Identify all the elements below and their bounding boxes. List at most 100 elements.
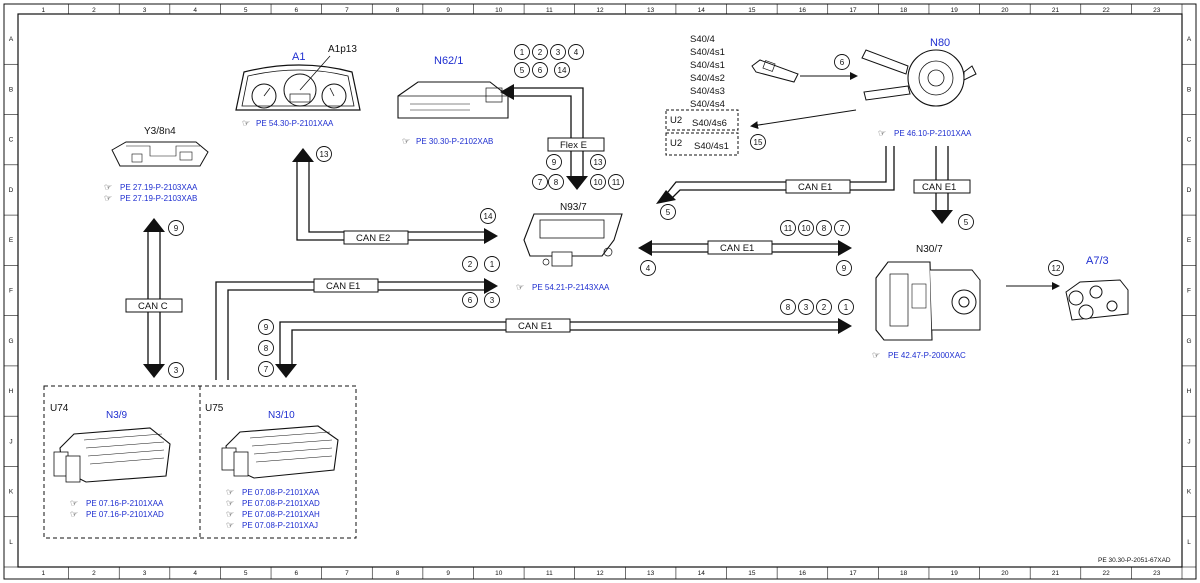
callout-circle bbox=[546, 154, 562, 170]
switch-label: S40/4s6 bbox=[692, 118, 727, 129]
grid-row-label: F bbox=[9, 288, 13, 295]
ref-icon: ☞ bbox=[226, 498, 234, 508]
grid-column-label: 22 bbox=[1102, 7, 1110, 14]
y3-ref-2: PE 27.19-P-2103XAB bbox=[120, 194, 197, 203]
u75-ref-4: PE 07.08-P-2101XAJ bbox=[242, 521, 318, 530]
callout-circle bbox=[258, 319, 274, 335]
u2-label-1: U2 bbox=[670, 115, 682, 126]
can-e1-label-box-upper bbox=[313, 278, 379, 293]
callout-circle bbox=[608, 174, 624, 190]
grid-column-label: 21 bbox=[1052, 570, 1060, 577]
callout-number: 9 bbox=[174, 224, 179, 233]
callout-number: 6 bbox=[468, 296, 473, 305]
ref-icon: ☞ bbox=[402, 136, 410, 146]
n3-9-engine-control-unit bbox=[53, 427, 171, 483]
grid-column-label: 11 bbox=[546, 7, 553, 14]
callout-number: 7 bbox=[264, 365, 269, 374]
can-e1-label-upper: CAN E1 bbox=[326, 281, 360, 292]
callout-number: 14 bbox=[484, 212, 493, 221]
grid-column-label: 19 bbox=[951, 7, 959, 14]
callout-number: 11 bbox=[612, 178, 621, 187]
grid-row-label: J bbox=[9, 438, 12, 445]
callout-number: 13 bbox=[320, 150, 329, 159]
n80-code: N80 bbox=[930, 37, 950, 49]
ref-icon: ☞ bbox=[872, 350, 880, 360]
callout-circle bbox=[480, 208, 496, 224]
callout-number: 3 bbox=[804, 303, 809, 312]
callout-circle bbox=[532, 62, 548, 78]
grid-column-label: 18 bbox=[900, 570, 908, 577]
callout-number: 4 bbox=[646, 264, 651, 273]
callout-circle bbox=[514, 62, 530, 78]
grid-column-label: 21 bbox=[1052, 7, 1060, 14]
u75-ref-3: PE 07.08-P-2101XAH bbox=[242, 510, 320, 519]
grid-column-label: 13 bbox=[647, 570, 655, 577]
a73-code: A7/3 bbox=[1086, 255, 1109, 267]
grid-row-label: B bbox=[9, 86, 13, 93]
grid-row-label: A bbox=[1187, 36, 1192, 43]
s40-stalk-switch bbox=[751, 59, 799, 83]
callout-number: 10 bbox=[802, 224, 811, 233]
ref-icon: ☞ bbox=[70, 498, 78, 508]
grid-column-label: 8 bbox=[396, 570, 400, 577]
n93-ref: PE 54.21-P-2143XAA bbox=[532, 283, 610, 292]
a1-code: A1 bbox=[292, 51, 305, 63]
ref-icon: ☞ bbox=[104, 193, 112, 203]
callout-number: 5 bbox=[964, 218, 969, 227]
grid-column-label: 3 bbox=[143, 570, 147, 577]
grid-column-label: 14 bbox=[698, 570, 706, 577]
grid-column-label: 8 bbox=[396, 7, 400, 14]
a1-sub-code: A1p13 bbox=[328, 44, 357, 55]
u74-ref-2: PE 07.16-P-2101XAD bbox=[86, 510, 164, 519]
callout-circle bbox=[834, 54, 850, 70]
can-e2-label-box bbox=[343, 230, 409, 245]
callout-number: 4 bbox=[574, 48, 579, 57]
callout-number: 8 bbox=[554, 178, 559, 187]
callout-circle bbox=[816, 299, 832, 315]
n62-control-unit bbox=[397, 81, 509, 119]
grid-column-label: 22 bbox=[1102, 570, 1110, 577]
grid-row-label: C bbox=[9, 137, 14, 144]
callout-circle bbox=[550, 44, 566, 60]
callout-circle bbox=[836, 260, 852, 276]
n30-esp-control-module bbox=[875, 261, 981, 341]
grid-column-label: 20 bbox=[1001, 7, 1009, 14]
callout-circle bbox=[590, 154, 606, 170]
callout-number: 9 bbox=[264, 323, 269, 332]
grid-row-label: D bbox=[9, 187, 14, 194]
callout-number: 5 bbox=[520, 66, 525, 75]
callout-circle bbox=[462, 292, 478, 308]
grid-column-label: 2 bbox=[92, 570, 96, 577]
callout-circle bbox=[168, 220, 184, 236]
callout-circle bbox=[532, 44, 548, 60]
ref-icon: ☞ bbox=[516, 282, 524, 292]
grid-row-label: E bbox=[1187, 237, 1192, 244]
outer-frame bbox=[3, 3, 1197, 580]
y3-transmission-controller bbox=[111, 141, 209, 167]
grid-column-label: 14 bbox=[698, 7, 706, 14]
grid-column-label: 15 bbox=[748, 570, 756, 577]
callout-number: 11 bbox=[784, 224, 793, 233]
callout-circle bbox=[834, 220, 850, 236]
bus-arrowheads bbox=[143, 84, 953, 378]
u74-label: U74 bbox=[50, 403, 69, 414]
u2-box-1 bbox=[665, 109, 739, 131]
grid-row-label: G bbox=[8, 338, 13, 345]
grid-column-label: 2 bbox=[92, 7, 96, 14]
u74-ref-1: PE 07.16-P-2101XAA bbox=[86, 499, 164, 508]
n62-ref: PE 30.30-P-2102XAB bbox=[416, 137, 493, 146]
a7-hydraulic-unit bbox=[1065, 279, 1129, 321]
flex-e-label: Flex E bbox=[560, 140, 587, 151]
grid-column-label: 4 bbox=[193, 570, 197, 577]
ref-icon: ☞ bbox=[104, 182, 112, 192]
grid-row-label: J bbox=[1187, 438, 1190, 445]
grid-column-label: 7 bbox=[345, 7, 349, 14]
callout-circle bbox=[462, 256, 478, 272]
grid-column-label: 13 bbox=[647, 7, 655, 14]
grid-column-label: 5 bbox=[244, 570, 248, 577]
grid-column-label: 11 bbox=[546, 570, 553, 577]
u2-box-2 bbox=[665, 132, 739, 156]
grid-row-label: D bbox=[1187, 187, 1192, 194]
callout-circle bbox=[514, 44, 530, 60]
